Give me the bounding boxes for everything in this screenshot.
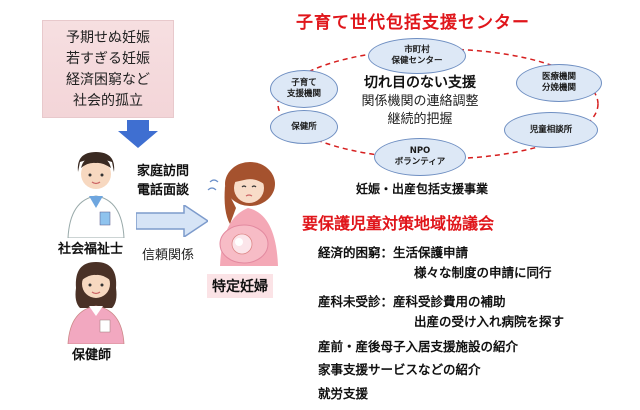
- social-worker-label: 社会福祉士: [58, 242, 124, 257]
- risk-factors-box: 予期せぬ妊娠 若すぎる妊娠 経済困窮など 社会的孤立: [42, 20, 174, 118]
- org-childcare-support: 子育て支援機関: [270, 70, 338, 108]
- org-health-center: 保健所: [270, 110, 338, 144]
- right-arrow-icon: [136, 205, 208, 237]
- council-title: 要保護児童対策地域協議会: [302, 214, 495, 233]
- support-item-no-prenatal-care-detail: 出産の受け入れ病院を探す: [414, 314, 565, 329]
- org-medical-institution: 医療機関分娩機関: [516, 64, 602, 102]
- risk-factor: 若すぎる妊娠: [66, 51, 150, 67]
- support-item-employment: 就労支援: [318, 386, 369, 401]
- org-child-guidance: 児童相談所: [504, 112, 598, 148]
- center-support-text: 切れ目のない支援 関係機関の連絡調整 継続的把握: [340, 74, 500, 129]
- risk-factor: 社会的孤立: [73, 93, 143, 109]
- pregnant-woman-illustration: [207, 162, 278, 266]
- pregnant-woman-label: 特定妊婦: [207, 274, 273, 298]
- support-item-economic-detail: 様々な制度の申請に同行: [414, 265, 552, 280]
- coordination-text: 関係機関の連絡調整: [361, 94, 479, 109]
- org-municipal-health-center: 市町村保健センター: [368, 38, 466, 74]
- down-arrow-icon: [118, 120, 158, 148]
- public-health-nurse-illustration: [67, 262, 125, 344]
- support-item-economic: 経済的困窮：生活保護申請: [318, 245, 469, 260]
- support-item-no-prenatal-care: 産科未受診：産科受診費用の補助: [318, 294, 506, 309]
- home-visit-text: 家庭訪問: [137, 164, 190, 179]
- risk-factor: 経済困窮など: [66, 72, 150, 88]
- support-center-title: 子育て世代包括支援センター: [296, 13, 530, 33]
- trust-relationship-text: 信頼関係: [142, 248, 195, 263]
- continuous-monitoring-text: 継続的把握: [387, 112, 453, 127]
- maternity-support-service: 妊娠・出産包括支援事業: [356, 182, 489, 196]
- network-ring: [277, 48, 599, 160]
- support-item-housework-service: 家事支援サービスなどの紹介: [318, 362, 481, 377]
- risk-factor: 予期せぬ妊娠: [66, 30, 150, 46]
- phone-interview-text: 電話面談: [137, 183, 190, 198]
- public-health-nurse-label: 保健師: [72, 348, 112, 363]
- social-worker-illustration: [67, 152, 125, 238]
- seamless-support-text: 切れ目のない支援: [364, 75, 476, 91]
- support-item-maternal-facility: 産前・産後母子入居支援施設の紹介: [318, 339, 519, 354]
